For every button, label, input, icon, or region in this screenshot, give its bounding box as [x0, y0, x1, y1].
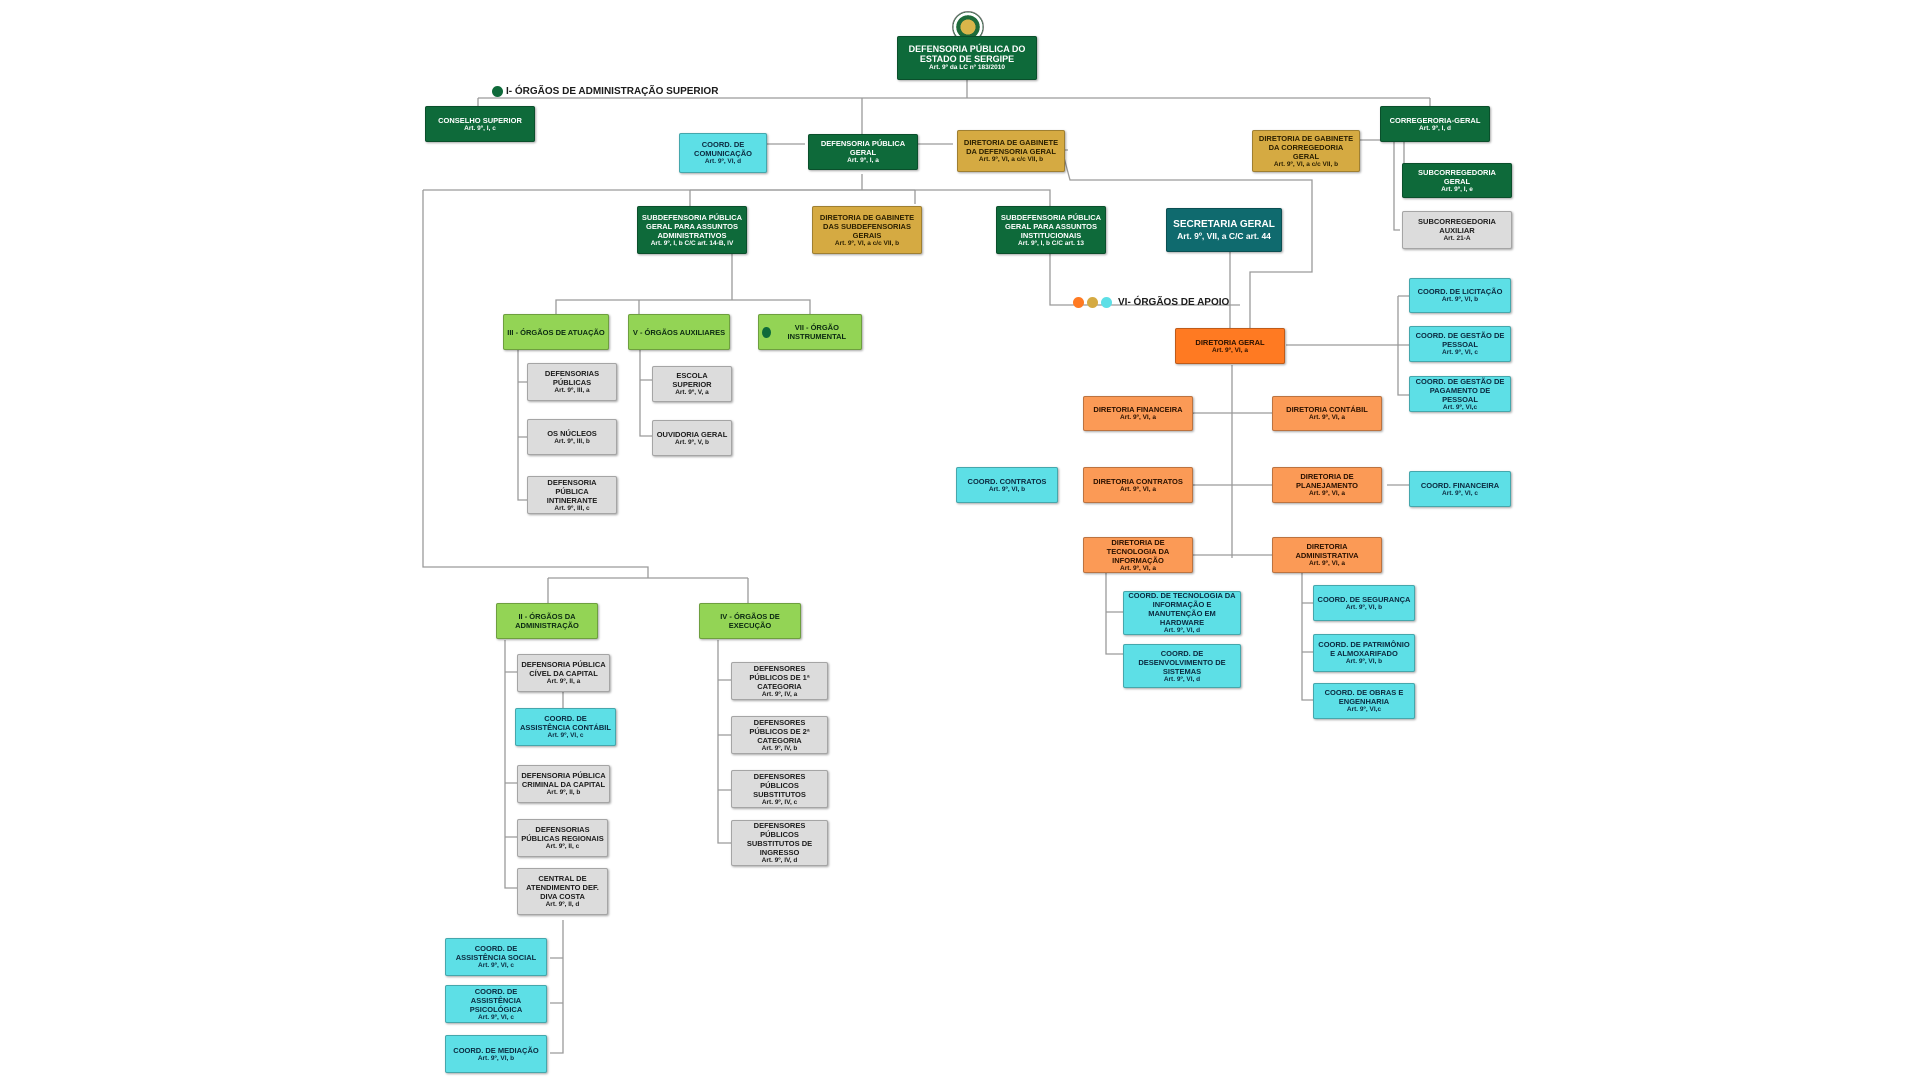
- node-coord-comunicacao: COORD. DE COMUNICAÇÃO Art. 9º, VI, d: [679, 133, 767, 173]
- dot-green-icon: [492, 86, 503, 97]
- node-dp-criminal: DEFENSORIA PÚBLICA CRIMINAL DA CAPITAL A…: [517, 765, 610, 803]
- node-coord-pagamento: COORD. DE GESTÃO DE PAGAMENTO DE PESSOAL…: [1409, 376, 1511, 412]
- node-coord-ti-hw: COORD. DE TECNOLOGIA DA INFORMAÇÃO E MAN…: [1123, 591, 1241, 635]
- node-dir-contratos: DIRETORIA CONTRATOS Art. 9º, VI, a: [1083, 467, 1193, 503]
- node-escola: ESCOLA SUPERIOR Art. 9º, V, a: [652, 366, 732, 402]
- header-box: DEFENSORIA PÚBLICA DO ESTADO DE SERGIPE …: [897, 36, 1037, 80]
- node-dir-contabil: DIRETORIA CONTÁBIL Art. 9º, VI, a: [1272, 396, 1382, 431]
- node-coord-financeira: COORD. FINANCEIRA Art. 9º, VI, c: [1409, 471, 1511, 507]
- node-coord-contratos: COORD. CONTRATOS Art. 9º, VI, b: [956, 467, 1058, 503]
- node-coord-sistemas: COORD. DE DESENVOLVIMENTO DE SISTEMAS Ar…: [1123, 644, 1241, 688]
- node-gab-corregedoria: DIRETORIA DE GABINETE DA CORREGEDORIA GE…: [1252, 130, 1360, 172]
- header-subtitle: Art. 9º da LC nº 183/2010: [929, 64, 1005, 71]
- node-dir-adm: DIRETORIA ADMINISTRATIVA Art. 9º, VI, a: [1272, 537, 1382, 573]
- node-sec-geral: SECRETARIA GERAL Art. 9º, VII, a C/C art…: [1166, 208, 1282, 252]
- node-coord-licitacao: COORD. DE LICITAÇÃO Art. 9º, VI, b: [1409, 278, 1511, 313]
- node-corregedoria: CORREGERORIA-GERAL Art. 9º, I, d: [1380, 106, 1490, 142]
- node-orgaos-execucao: IV - ÓRGÃOS DE EXECUÇÃO: [699, 603, 801, 639]
- node-def-subst: DEFENSORES PÚBLICOS SUBSTITUTOS Art. 9º,…: [731, 770, 828, 808]
- node-coord-mediacao: COORD. DE MEDIAÇÃO Art. 9º, VI, b: [445, 1035, 547, 1073]
- node-def-itinerante: DEFENSORIA PÚBLICA INTINERANTE Art. 9º, …: [527, 476, 617, 514]
- node-nucleos: OS NÚCLEOS Art. 9º, III, b: [527, 419, 617, 455]
- node-sub-adm: SUBDEFENSORIA PÚBLICA GERAL PARA ASSUNTO…: [637, 206, 747, 254]
- node-coord-patrimonio: COORD. DE PATRIMÔNIO E ALMOXARIFADO Art.…: [1313, 634, 1415, 672]
- node-dir-geral: DIRETORIA GERAL Art. 9º, VI, a: [1175, 328, 1285, 364]
- node-ouvidoria: OUVIDORIA GERAL Art. 9º, V, b: [652, 420, 732, 456]
- dot-green-icon: [762, 326, 771, 338]
- node-dp-civel: DEFENSORIA PÚBLICA CÍVEL DA CAPITAL Art.…: [517, 654, 610, 692]
- node-dir-planejamento: DIRETORIA DE PLANEJAMENTO Art. 9º, VI, a: [1272, 467, 1382, 503]
- admin-superior-label: I- ÓRGÃOS DE ADMINISTRAÇÃO SUPERIOR: [492, 86, 718, 97]
- node-orgaos-auxiliares: V - ÓRGÃOS AUXILIARES: [628, 314, 730, 350]
- node-coord-contabil: COORD. DE ASSISTÊNCIA CONTÁBIL Art. 9º, …: [515, 708, 616, 746]
- node-coord-social: COORD. DE ASSISTÊNCIA SOCIAL Art. 9º, VI…: [445, 938, 547, 976]
- node-dpg: DEFENSORIA PÚBLICA GERAL Art. 9º, I, a: [808, 134, 918, 170]
- node-central: CENTRAL DE ATENDIMENTO DEF. DIVA COSTA A…: [517, 868, 608, 915]
- header-title: DEFENSORIA PÚBLICA DO ESTADO DE SERGIPE: [908, 44, 1026, 64]
- node-coord-seguranca: COORD. DE SEGURANÇA Art. 9º, VI, b: [1313, 585, 1415, 621]
- node-conselho: CONSELHO SUPERIOR Art. 9º, I, c: [425, 106, 535, 142]
- node-dir-ti: DIRETORIA DE TECNOLOGIA DA INFORMAÇÃO Ar…: [1083, 537, 1193, 573]
- node-coord-pessoal: COORD. DE GESTÃO DE PESSOAL Art. 9º, VI,…: [1409, 326, 1511, 362]
- node-def-ingresso: DEFENSORES PÚBLICOS SUBSTITUTOS DE INGRE…: [731, 820, 828, 866]
- node-subcorregedoria-geral: SUBCORREGEDORIA GERAL Art. 9º, I, e: [1402, 163, 1512, 198]
- node-def-2cat: DEFENSORES PÚBLICOS DE 2ª CATEGORIA Art.…: [731, 716, 828, 754]
- node-dir-financeira: DIRETORIA FINANCEIRA Art. 9º, VI, a: [1083, 396, 1193, 431]
- node-subcorregedoria-aux: SUBCORREGEDORIA AUXILIAR Art. 21-A: [1402, 211, 1512, 249]
- dot-gold-icon: [1087, 297, 1098, 308]
- node-def-publicas: DEFENSORIAS PÚBLICAS Art. 9º, III, a: [527, 363, 617, 401]
- apoio-label: VI- ÓRGÃOS DE APOIO: [1073, 297, 1229, 308]
- node-sub-inst: SUBDEFENSORIA PÚBLICA GERAL PARA ASSUNTO…: [996, 206, 1106, 254]
- dot-orange-icon: [1073, 297, 1084, 308]
- node-orgao-instrumental: VII - ÓRGÃO INSTRUMENTAL: [758, 314, 862, 350]
- node-coord-psico: COORD. DE ASSISTÊNCIA PSICOLÓGICA Art. 9…: [445, 985, 547, 1023]
- node-coord-obras: COORD. DE OBRAS E ENGENHARIA Art. 9º, VI…: [1313, 683, 1415, 719]
- node-gab-sub: DIRETORIA DE GABINETE DAS SUBDEFENSORIAS…: [812, 206, 922, 254]
- node-def-1cat: DEFENSORES PÚBLICOS DE 1ª CATEGORIA Art.…: [731, 662, 828, 700]
- node-dp-regionais: DEFENSORIAS PÚBLICAS REGIONAIS Art. 9º, …: [517, 819, 608, 857]
- node-orgaos-atuacao: III - ÓRGÃOS DE ATUAÇÃO: [503, 314, 609, 350]
- node-orgaos-administracao: II - ÓRGÃOS DA ADMINISTRAÇÃO: [496, 603, 598, 639]
- dot-cyan-icon: [1101, 297, 1112, 308]
- node-gab-dpg: DIRETORIA DE GABINETE DA DEFENSORIA GERA…: [957, 130, 1065, 172]
